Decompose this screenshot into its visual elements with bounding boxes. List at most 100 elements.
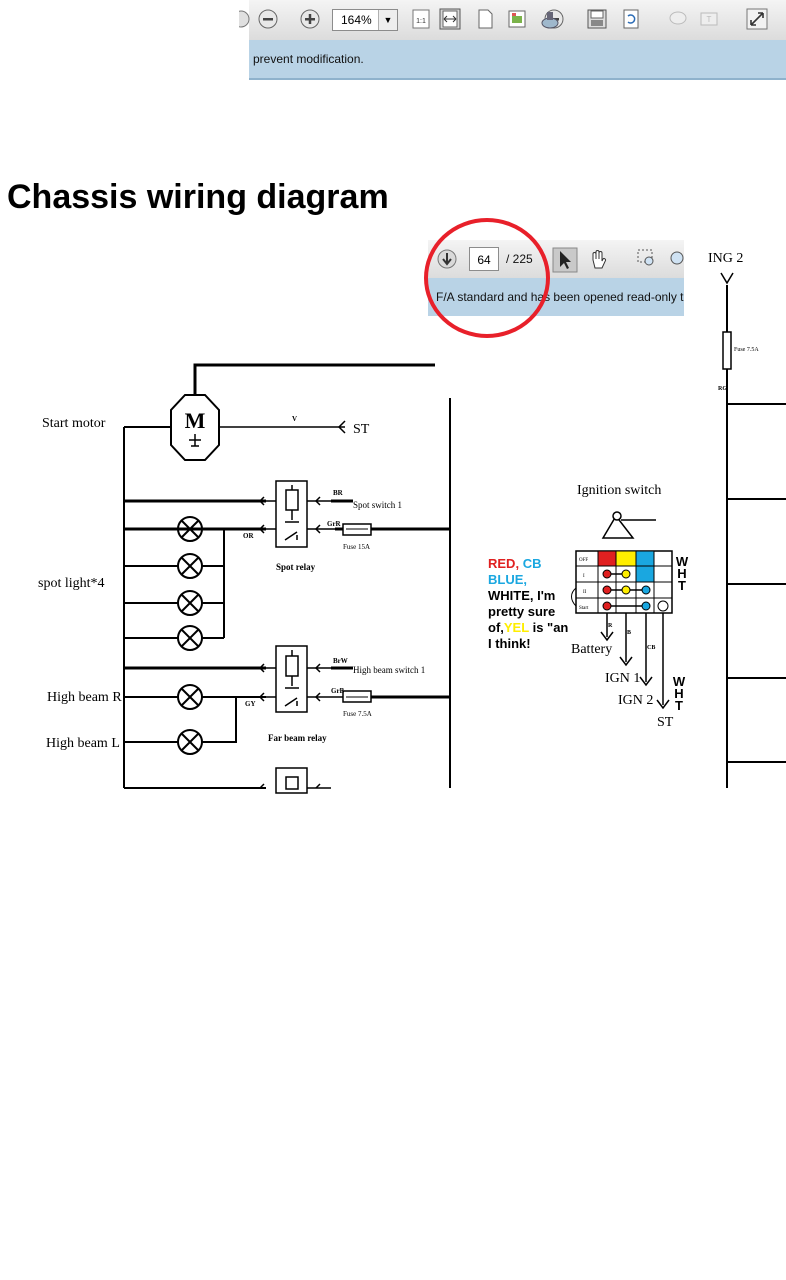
annotation-wht-bottom: W H T [672,674,686,713]
label-ign-start: Start [579,606,589,611]
label-wire-grb: GrB [331,687,345,695]
label-fuse-7-5a: Fuse 7.5A [343,710,372,718]
label-high-beam-l: High beam L [46,736,120,751]
annotation-is-an: is "an [532,620,569,635]
annotation-line-5: of,YEL is "an [488,620,568,636]
cyan-cell [636,551,654,566]
label-wire-cb: CB [647,645,655,651]
label-wire-b: B [627,630,631,636]
label-start-motor: Start motor [42,416,106,431]
wht-right-w: W [675,554,689,569]
spot-light-lamps [177,516,203,651]
annotation-line-1: RED, CB [488,556,541,572]
inset-read-only-banner: F/A standard and has been opened read-on… [428,278,684,316]
fit-width-icon[interactable] [439,8,461,30]
label-ign-ii: II [583,590,587,595]
wht-bottom-w: W [672,674,686,689]
label-battery: Battery [571,642,612,657]
label-wire-or: OR [243,532,254,540]
label-ign1: IGN 1 [605,671,640,686]
annotation-wht-right: W H T [675,554,689,593]
label-far-beam-relay: Far beam relay [268,733,327,743]
svg-text:T: T [707,15,712,24]
label-wire-r: R [608,623,613,629]
highlight-circle [424,218,550,338]
wht-bottom-t: T [675,698,683,713]
annotation-of: of, [488,620,504,635]
fuse-right [722,331,732,370]
cyan-cell-2 [636,566,654,582]
label-high-beam-switch: High beam switch 1 [353,665,425,675]
next-page-icon[interactable] [436,248,458,270]
label-ign2: IGN 2 [618,693,653,708]
label-ign-i: I [583,574,585,579]
label-spot-switch: Spot switch 1 [353,500,402,510]
label-ing2: ING 2 [708,251,743,266]
far-beam-relay-box [275,645,308,713]
fit-page-icon[interactable] [474,8,496,30]
image-icon[interactable] [506,8,528,30]
viewer-toolbar: 164% ▼ 1:1 T [239,0,786,41]
high-beam-lamps [177,684,203,755]
label-st: ST [657,715,674,730]
label-st-terminal: ST [353,422,370,437]
label-high-beam-r: High beam R [47,690,122,705]
label-fuse-right: Fuse 7.5A [734,347,759,353]
label-wire-rg: RG [718,386,727,392]
banner-text: prevent modification. [253,52,364,66]
label-ign-off: OFF [579,558,588,563]
annotation-red: RED, [488,556,520,571]
label-wire-grr: GrR [327,520,342,528]
fuse-15a [342,523,372,536]
page-total: / 225 [506,252,533,266]
select-tool-icon[interactable] [552,247,578,273]
inset-banner-text: F/A standard and has been opened read-on… [436,290,684,304]
zoom-value: 164% [341,13,372,27]
label-spot-relay: Spot relay [276,562,316,572]
zoom-field[interactable]: 164% ▼ [332,9,398,31]
label-wire-v: V [292,415,297,423]
motor-top-wire [193,363,435,396]
start-motor-symbol [170,394,220,461]
spot-relay-box [275,480,308,548]
annotation-cb: CB [522,556,542,571]
read-only-banner: prevent modification. [249,40,786,80]
motor-letter: M [185,408,206,433]
yellow-cell [616,551,636,566]
hand-tool-icon[interactable] [586,248,610,272]
red-cell [598,551,616,566]
ink-icon[interactable] [539,8,561,30]
rotate-icon[interactable] [620,8,642,30]
label-wire-br: BR [333,489,344,497]
text-markup-icon[interactable]: T [698,8,720,30]
fuse-7-5a [342,690,372,703]
annotation-blue: BLUE, [488,572,527,587]
wht-right-t: T [678,578,686,593]
label-ignition-switch: Ignition switch [577,483,661,498]
zoom-tool-icon[interactable] [668,248,684,270]
annotation-line-6: I think! [488,636,531,651]
marquee-zoom-icon[interactable] [636,248,658,270]
annotation-line-3: WHITE, I'm [488,588,556,603]
wht-bottom-h: H [674,686,684,701]
annotation-line-4: pretty sure [488,604,556,619]
label-spot-light: spot light*4 [38,576,105,591]
zoom-dropdown-button[interactable]: ▼ [378,10,397,30]
annotation-yel: YEL [503,620,529,635]
comment-icon[interactable] [667,8,689,30]
inset-viewer-toolbar: 64 / 225 [428,240,684,278]
wht-right-h: H [677,566,687,581]
fullscreen-icon[interactable] [746,8,768,30]
label-wire-gy: GY [245,700,256,708]
page-number-input[interactable]: 64 [469,247,499,271]
zoom-out-icon[interactable] [257,8,279,30]
label-fuse-15a: Fuse 15A [343,543,370,551]
page-title: Chassis wiring diagram [7,178,389,216]
actual-size-icon[interactable]: 1:1 [410,8,432,30]
svg-text:1:1: 1:1 [416,18,426,25]
zoom-in-icon[interactable] [299,8,321,30]
ignition-switch-table [575,550,673,614]
label-wire-brw: BrW [333,657,348,665]
save-icon[interactable] [586,8,608,30]
previous-icon[interactable] [239,8,251,30]
